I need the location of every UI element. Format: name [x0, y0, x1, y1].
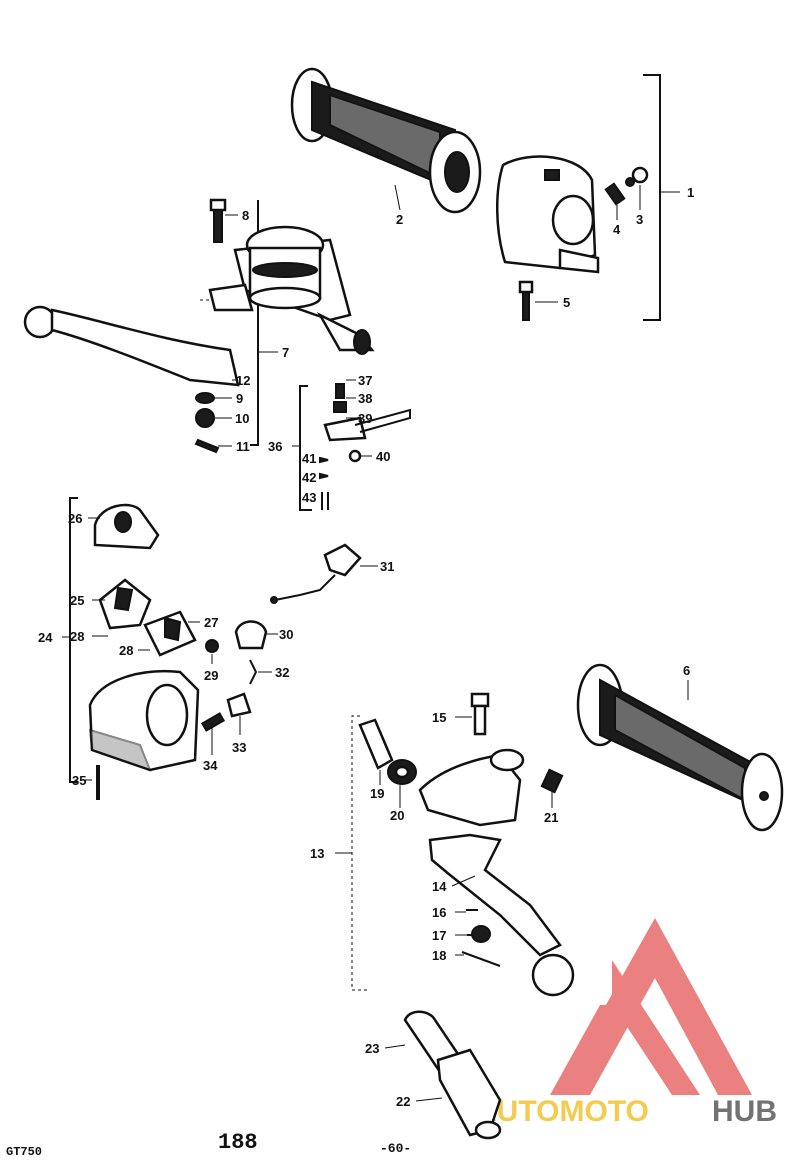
label-34: 34: [203, 758, 218, 773]
part-31-arm: [270, 543, 362, 604]
label-11: 11: [236, 439, 250, 454]
label-24: 24: [38, 630, 53, 645]
label-28-upper: 28: [70, 629, 84, 644]
label-43: 43: [302, 490, 316, 505]
label-13: 13: [310, 846, 324, 861]
part-29: [205, 639, 219, 653]
master-cylinder: [208, 225, 375, 355]
label-23: 23: [365, 1041, 379, 1056]
throttle-tube: [403, 1010, 502, 1140]
label-25: 25: [70, 593, 84, 608]
footer-sub-page: -60-: [380, 1141, 411, 1156]
bolt-5: [518, 280, 534, 321]
label-21: 21: [544, 810, 558, 825]
watermark-brand-hub: HUB: [712, 1095, 777, 1128]
footer-model: GT750: [6, 1145, 42, 1159]
part-32-spring: [249, 659, 258, 685]
label-10: 10: [235, 411, 249, 426]
label-9: 9: [236, 391, 243, 406]
label-17: 17: [432, 928, 446, 943]
label-26: 26: [68, 511, 82, 526]
switch-housing-right: [496, 155, 600, 274]
label-39: 39: [358, 411, 372, 426]
part-30-knob: [234, 620, 268, 650]
washers-9-10-11: [194, 392, 220, 454]
label-38: 38: [358, 391, 372, 406]
label-37: 37: [358, 373, 372, 388]
label-22: 22: [396, 1094, 410, 1109]
switch-parts-25-27-28: [98, 578, 197, 657]
label-42: 42: [302, 470, 316, 485]
label-14: 14: [432, 879, 447, 894]
label-31: 31: [380, 559, 394, 574]
label-16: 16: [432, 905, 446, 920]
clutch-lever-group: [358, 692, 575, 997]
label-8: 8: [242, 208, 249, 223]
watermark-brand-auto: AUTOMOTO: [475, 1095, 649, 1128]
label-1: 1: [687, 185, 694, 200]
label-36: 36: [268, 439, 282, 454]
label-40: 40: [376, 449, 390, 464]
label-30: 30: [279, 627, 293, 642]
footer: GT750 188 -60-: [6, 1130, 411, 1159]
brake-switch-group: [319, 383, 411, 510]
grip-left: [290, 67, 482, 214]
label-19: 19: [370, 786, 384, 801]
watermark-logo: AUTOMOTO HUB: [475, 918, 777, 1128]
brake-lever: [23, 305, 240, 387]
label-7: 7: [282, 345, 289, 360]
footer-page-number: 188: [218, 1130, 258, 1155]
bolt-8: [209, 198, 227, 243]
label-32: 32: [275, 665, 289, 680]
parts-33-34: [200, 692, 252, 732]
label-28-lower: 28: [119, 643, 133, 658]
label-3: 3: [636, 212, 643, 227]
label-4: 4: [613, 222, 621, 237]
label-35: 35: [72, 773, 86, 788]
part-labels: 1 2 3 4 5 6 7 8 9 10 11 12 13 14 15 16 1…: [38, 185, 694, 1109]
leader-lines: [80, 184, 689, 1102]
grip-right: [576, 663, 784, 832]
label-2: 2: [396, 212, 403, 227]
label-5: 5: [563, 295, 570, 310]
label-20: 20: [390, 808, 404, 823]
label-18: 18: [432, 948, 446, 963]
label-29: 29: [204, 668, 218, 683]
label-27: 27: [204, 615, 218, 630]
label-6: 6: [683, 663, 690, 678]
label-33: 33: [232, 740, 246, 755]
label-41: 41: [302, 451, 316, 466]
part-26-cover: [93, 503, 160, 550]
screws-3-4: [604, 166, 649, 206]
switch-housing-left: [88, 670, 200, 772]
label-12: 12: [236, 373, 250, 388]
label-15: 15: [432, 710, 446, 725]
